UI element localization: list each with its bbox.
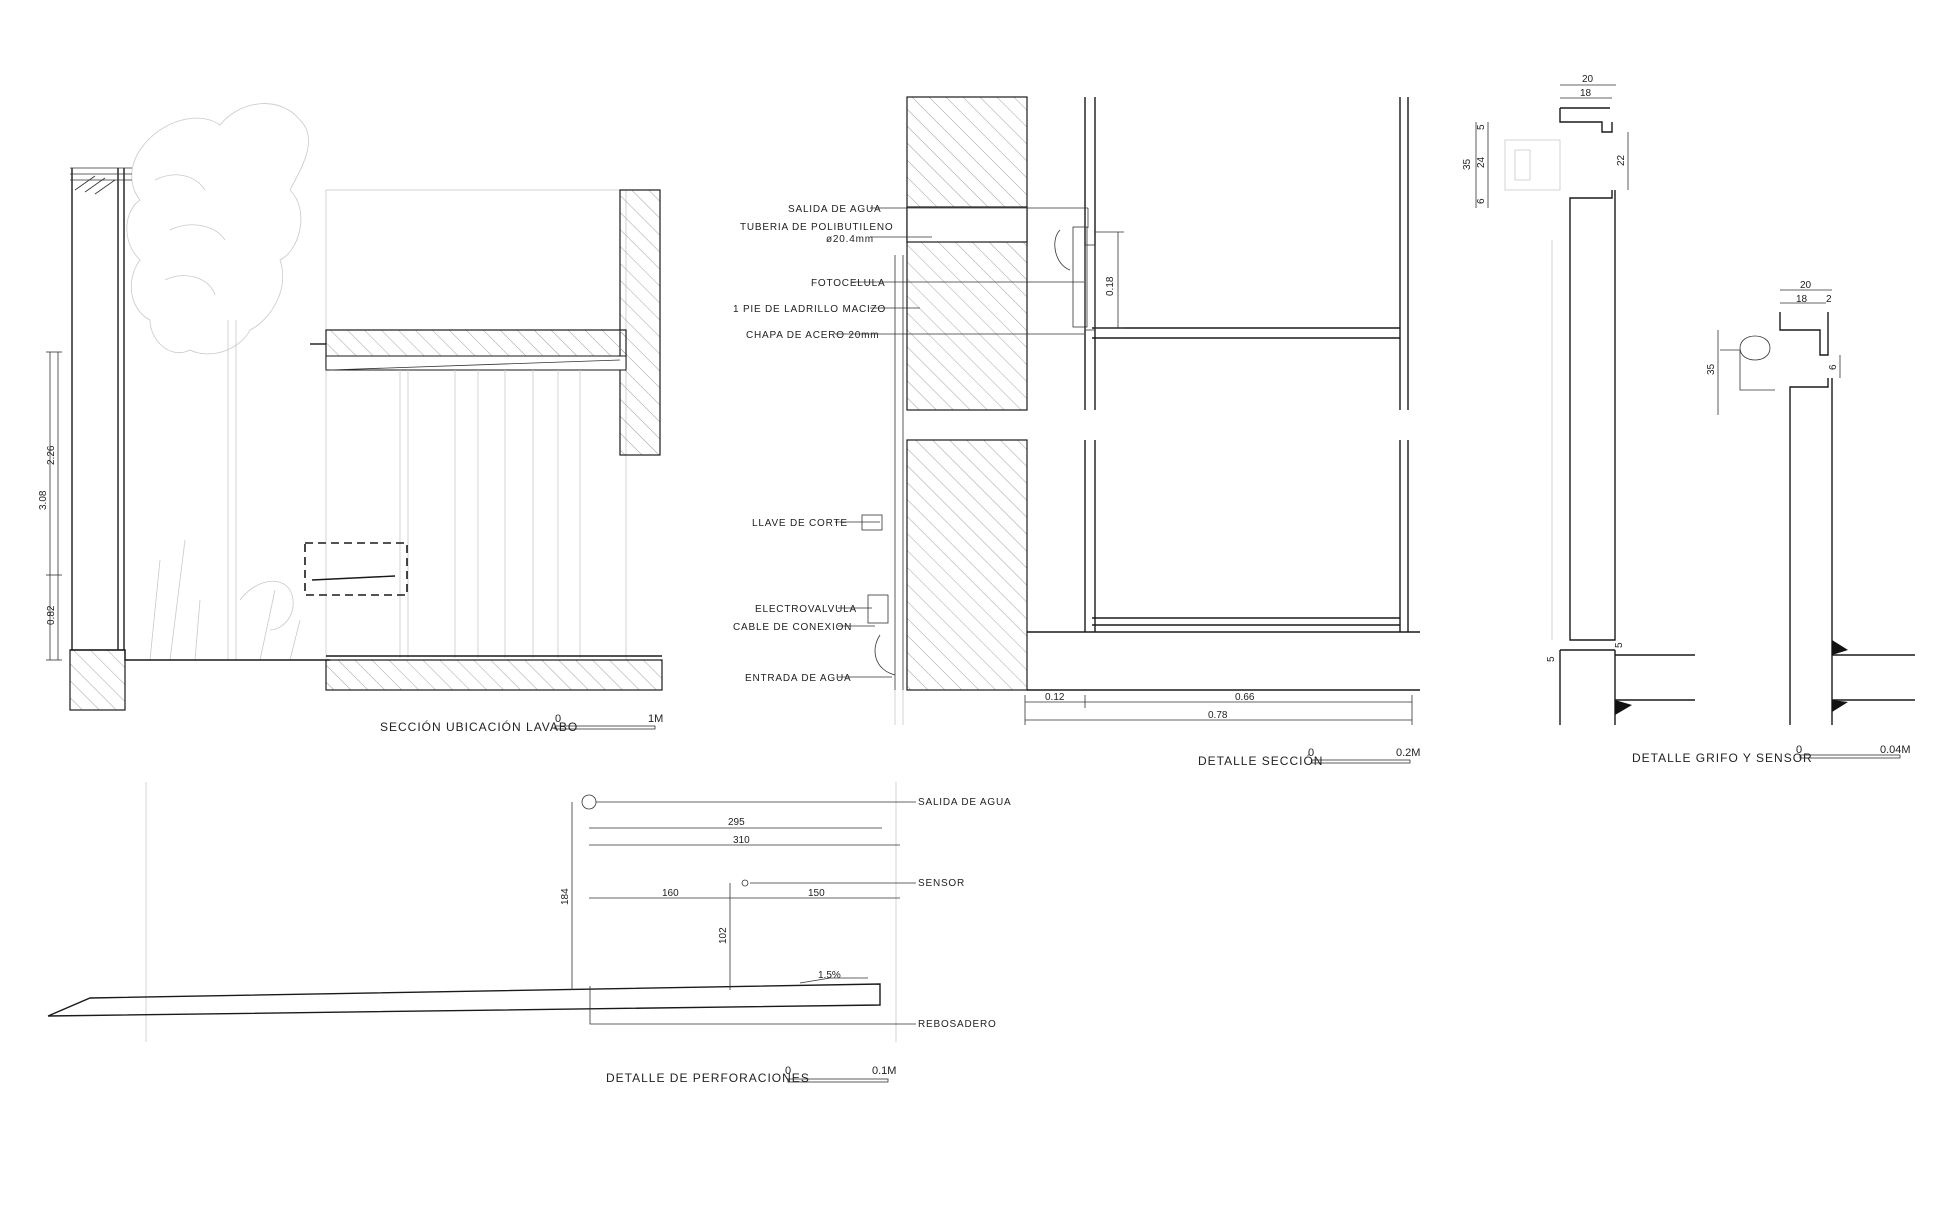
scale-seccion-end: 0.2M — [1396, 747, 1420, 759]
label-ladrillo: 1 PIE DE LADRILLO MACIZO — [733, 304, 886, 315]
label-cable: CABLE DE CONEXION — [733, 622, 852, 633]
tree-icon — [126, 103, 309, 661]
detail-callout-box — [304, 542, 408, 596]
dim-height-018: 0.18 — [1105, 276, 1116, 296]
dim-lower-height: 0.82 — [46, 605, 57, 625]
sensor-dim-6: 6 — [1828, 364, 1839, 370]
sensor-hole-icon — [741, 879, 749, 887]
label-fotocelula: FOTOCELULA — [811, 278, 886, 289]
title-detalle-seccion: DETALLE SECCIÓN — [1198, 753, 1323, 768]
perf-label-salida: SALIDA DE AGUA — [918, 797, 1011, 808]
title-detalle-grifo: DETALLE GRIFO Y SENSOR — [1632, 751, 1813, 765]
grifo-dim-22: 22 — [1616, 154, 1627, 166]
scale-perf-end: 0.1M — [872, 1065, 896, 1077]
label-chapa: CHAPA DE ACERO 20mm — [746, 330, 879, 341]
grifo-dim-5: 5 — [1476, 124, 1487, 130]
perf-dim-150: 150 — [808, 888, 825, 899]
grifo-dim-24: 24 — [1476, 156, 1487, 168]
dim-upper-height: 2.26 — [46, 445, 57, 465]
salida-hole-icon — [581, 794, 597, 810]
scale-grifo-end: 0.04M — [1880, 744, 1911, 756]
perf-dim-102: 102 — [718, 927, 729, 944]
sensor-dim-18: 18 — [1796, 294, 1808, 305]
sensor-dim-20: 20 — [1800, 280, 1812, 291]
sensor-dim-2: 2 — [1826, 294, 1832, 305]
title-seccion-lavabo: SECCIÓN UBICACIÓN LAVABO — [380, 719, 578, 734]
perf-label-sensor: SENSOR — [918, 878, 965, 889]
grifo-dim-20: 20 — [1582, 74, 1594, 85]
grifo-dim-bottom-a: 5 — [1546, 656, 1557, 662]
detalle-seccion-drawing — [835, 96, 1420, 764]
dim-total-height: 3.08 — [38, 490, 49, 510]
label-salida-agua: SALIDA DE AGUA — [788, 204, 881, 215]
perf-slope: 1.5% — [818, 970, 841, 981]
perf-dim-184: 184 — [560, 888, 571, 905]
label-tuberia-2: ø20.4mm — [826, 234, 874, 245]
perf-dim-160: 160 — [662, 888, 679, 899]
dim-012: 0.12 — [1045, 692, 1065, 703]
detalle-grifo-drawing — [1475, 84, 1915, 759]
dim-078: 0.78 — [1208, 710, 1228, 721]
grifo-dim-6: 6 — [1476, 198, 1487, 204]
scale-lavabo-end: 1M — [648, 713, 663, 725]
grifo-dim-35: 35 — [1462, 158, 1473, 170]
perf-dim-295: 295 — [728, 817, 745, 828]
title-detalle-perforaciones: DETALLE DE PERFORACIONES — [606, 1071, 810, 1085]
detalle-perforaciones-drawing — [47, 782, 916, 1083]
grifo-dim-bottom-b: 5 — [1614, 642, 1625, 648]
label-llave: LLAVE DE CORTE — [752, 518, 848, 529]
scale-perf-zero: 0 — [785, 1065, 791, 1077]
label-tuberia-1: TUBERIA DE POLIBUTILENO — [740, 222, 893, 233]
scale-seccion-zero: 0 — [1308, 747, 1314, 759]
label-entrada: ENTRADA DE AGUA — [745, 673, 851, 684]
scale-grifo-zero: 0 — [1796, 744, 1802, 756]
dim-066: 0.66 — [1235, 692, 1255, 703]
label-electrovalvula: ELECTROVALVULA — [755, 604, 857, 615]
seccion-lavabo-drawing — [46, 103, 663, 730]
grifo-dim-18: 18 — [1580, 88, 1592, 99]
perf-label-rebosadero: REBOSADERO — [918, 1019, 997, 1030]
scale-lavabo-zero: 0 — [555, 713, 561, 725]
perf-dim-310: 310 — [733, 835, 750, 846]
sensor-dim-35: 35 — [1706, 363, 1717, 375]
